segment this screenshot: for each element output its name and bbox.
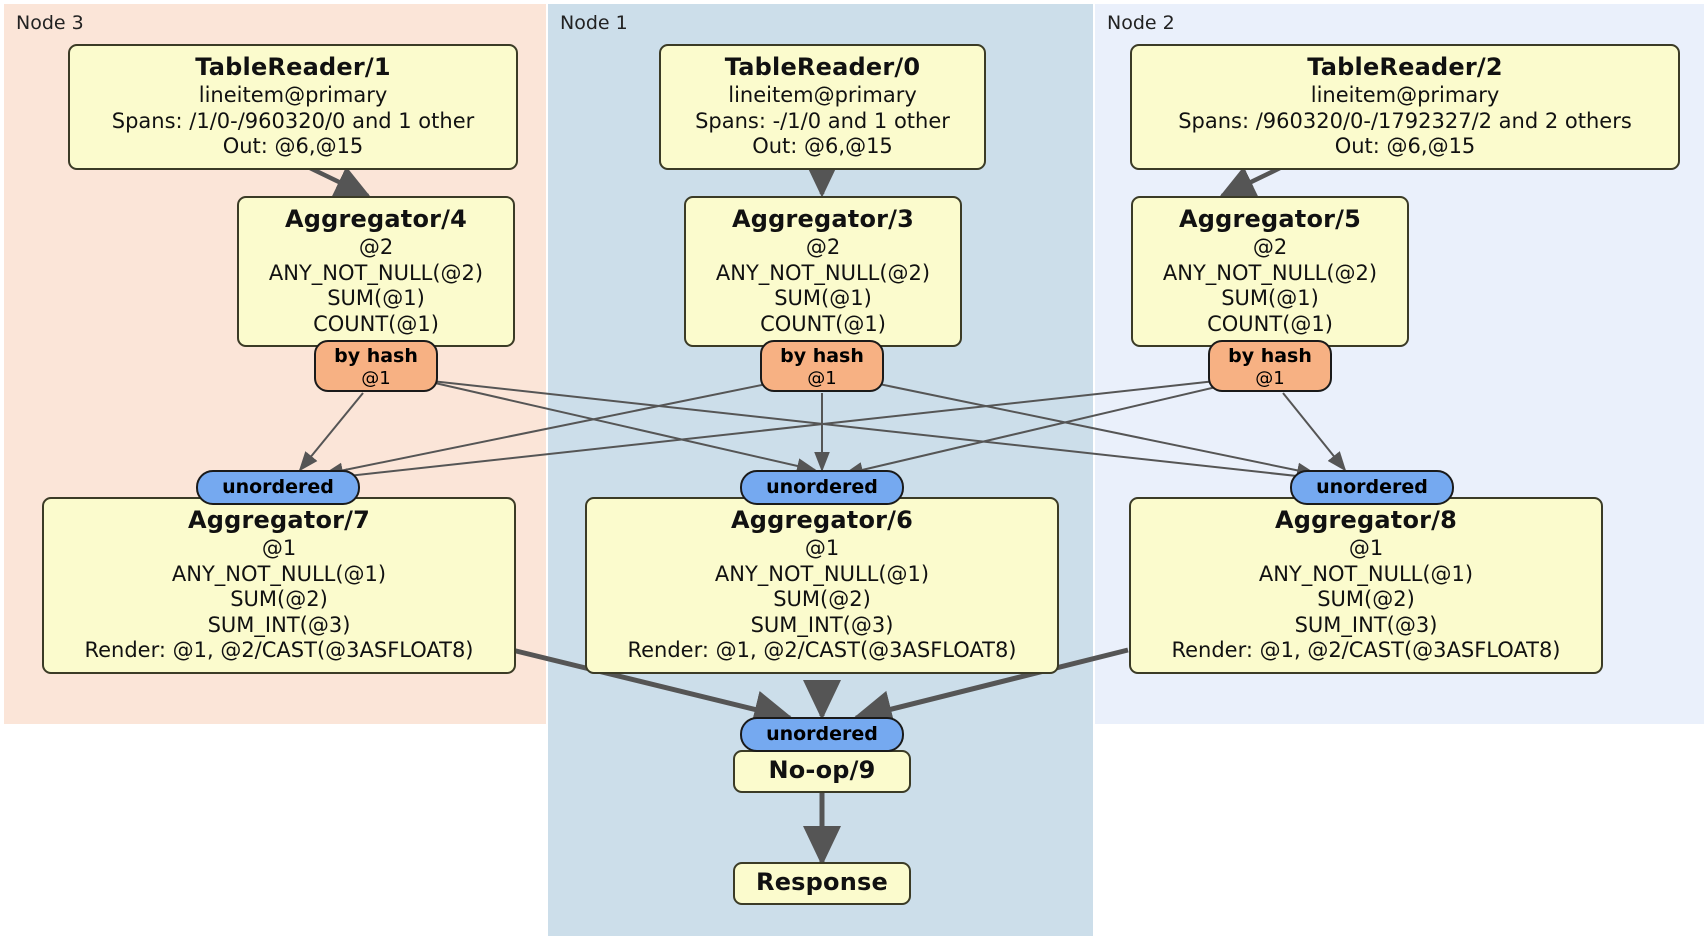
processor-tablereader-1[interactable]: TableReader/1 lineitem@primary Spans: /1… <box>68 44 518 170</box>
processor-aggregator-5[interactable]: Aggregator/5 @2 ANY_NOT_NULL(@2) SUM(@1)… <box>1131 196 1409 347</box>
sync-label: unordered <box>1316 476 1428 498</box>
processor-line: SUM(@2) <box>1317 587 1415 611</box>
sync-label: unordered <box>766 723 878 745</box>
processor-line: ANY_NOT_NULL(@1) <box>171 561 387 586</box>
sync-label: unordered <box>766 476 878 498</box>
input-sync-unordered-final[interactable]: unordered <box>740 717 904 752</box>
router-type-label: by hash <box>1228 345 1312 367</box>
router-column-label: @1 <box>807 368 837 389</box>
processor-line: SUM(@2) <box>773 587 871 611</box>
node-label-node3: Node 3 <box>16 12 84 34</box>
processor-line: Spans: /1/0-/960320/0 and 1 other <box>111 108 475 133</box>
processor-line: lineitem@primary <box>1310 83 1500 107</box>
processor-line: SUM(@1) <box>774 286 872 310</box>
node-label-node1: Node 1 <box>560 12 628 34</box>
processor-aggregator-3[interactable]: Aggregator/3 @2 ANY_NOT_NULL(@2) SUM(@1)… <box>684 196 962 347</box>
processor-line: ANY_NOT_NULL(@2) <box>715 260 931 285</box>
processor-line: @2 <box>805 235 841 259</box>
output-router-by-hash-right[interactable]: by hash @1 <box>1208 340 1332 392</box>
processor-title: Aggregator/6 <box>730 506 914 534</box>
processor-line: SUM_INT(@3) <box>207 612 351 637</box>
processor-line: Render: @1, @2/CAST(@3ASFLOAT8) <box>84 638 474 662</box>
processor-line: Render: @1, @2/CAST(@3ASFLOAT8) <box>627 638 1017 662</box>
processor-line: SUM(@1) <box>1221 286 1319 310</box>
processor-line: lineitem@primary <box>198 83 388 107</box>
processor-line: Out: @6,@15 <box>752 134 893 158</box>
node-label-node2: Node 2 <box>1107 12 1175 34</box>
processor-line: SUM_INT(@3) <box>1294 612 1438 637</box>
processor-line: @1 <box>261 536 297 560</box>
processor-tablereader-2[interactable]: TableReader/2 lineitem@primary Spans: /9… <box>1130 44 1680 170</box>
processor-aggregator-7[interactable]: Aggregator/7 @1 ANY_NOT_NULL(@1) SUM(@2)… <box>42 497 516 674</box>
processor-line: Spans: /960320/0-/1792327/2 and 2 others <box>1178 108 1632 133</box>
processor-line: @2 <box>1252 235 1288 259</box>
processor-noop-9[interactable]: No-op/9 <box>733 750 911 793</box>
processor-line: @1 <box>1348 536 1384 560</box>
processor-tablereader-0[interactable]: TableReader/0 lineitem@primary Spans: -/… <box>659 44 986 170</box>
processor-title: Aggregator/3 <box>731 205 915 233</box>
processor-title: Aggregator/7 <box>187 506 371 534</box>
output-router-by-hash-left[interactable]: by hash @1 <box>314 340 438 392</box>
processor-line: SUM(@2) <box>230 587 328 611</box>
processor-line: lineitem@primary <box>728 83 917 107</box>
processor-line: Render: @1, @2/CAST(@3ASFLOAT8) <box>1171 638 1561 662</box>
router-type-label: by hash <box>334 345 418 367</box>
processor-line: SUM_INT(@3) <box>750 612 894 637</box>
router-column-label: @1 <box>361 368 391 389</box>
processor-line: COUNT(@1) <box>760 311 886 336</box>
router-column-label: @1 <box>1255 368 1285 389</box>
processor-line: ANY_NOT_NULL(@2) <box>1162 260 1378 285</box>
processor-line: SUM(@1) <box>327 286 425 310</box>
processor-aggregator-4[interactable]: Aggregator/4 @2 ANY_NOT_NULL(@2) SUM(@1)… <box>237 196 515 347</box>
processor-line: Spans: -/1/0 and 1 other <box>695 108 950 133</box>
input-sync-unordered-center[interactable]: unordered <box>740 470 904 505</box>
output-router-by-hash-center[interactable]: by hash @1 <box>760 340 884 392</box>
processor-line: COUNT(@1) <box>313 311 439 336</box>
processor-title: TableReader/1 <box>195 53 391 81</box>
processor-aggregator-6[interactable]: Aggregator/6 @1 ANY_NOT_NULL(@1) SUM(@2)… <box>585 497 1059 674</box>
processor-title: TableReader/2 <box>1307 53 1503 81</box>
processor-line: COUNT(@1) <box>1207 311 1333 336</box>
processor-line: Out: @6,@15 <box>222 134 364 158</box>
processor-line: ANY_NOT_NULL(@2) <box>268 260 484 285</box>
processor-response[interactable]: Response <box>733 862 911 905</box>
processor-line: @2 <box>358 235 394 259</box>
processor-line: @1 <box>804 536 840 560</box>
processor-aggregator-8[interactable]: Aggregator/8 @1 ANY_NOT_NULL(@1) SUM(@2)… <box>1129 497 1603 674</box>
processor-line: ANY_NOT_NULL(@1) <box>1258 561 1474 586</box>
processor-title: Response <box>756 868 888 896</box>
processor-title: TableReader/0 <box>724 53 921 81</box>
processor-line: ANY_NOT_NULL(@1) <box>714 561 930 586</box>
processor-title: Aggregator/5 <box>1178 205 1362 233</box>
processor-title: Aggregator/4 <box>284 205 468 233</box>
input-sync-unordered-right[interactable]: unordered <box>1290 470 1454 505</box>
processor-title: No-op/9 <box>768 756 876 784</box>
input-sync-unordered-left[interactable]: unordered <box>196 470 360 505</box>
sync-label: unordered <box>222 476 334 498</box>
router-type-label: by hash <box>780 345 864 367</box>
processor-title: Aggregator/8 <box>1274 506 1458 534</box>
processor-line: Out: @6,@15 <box>1334 134 1476 158</box>
